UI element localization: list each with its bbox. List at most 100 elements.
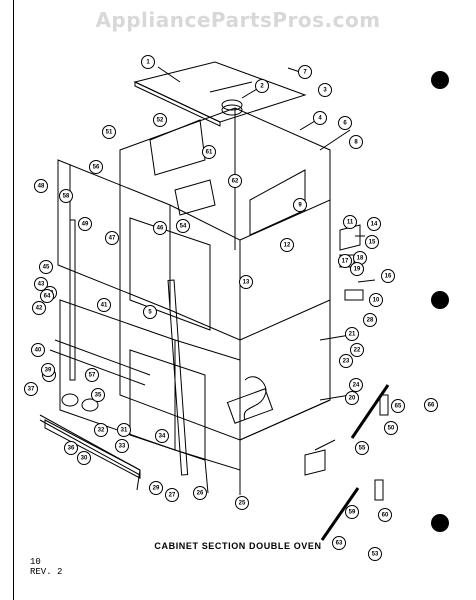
callout-label: 56 [93,165,100,171]
callout-label: 64 [44,294,51,300]
binder-hole-bottom [431,514,449,532]
callout-51: 51 [102,125,116,139]
callout-60: 60 [378,508,392,522]
callout-label: 33 [119,444,126,450]
callout-label: 63 [336,541,343,547]
callout-label: 50 [388,426,395,432]
callout-label: 57 [89,373,96,379]
callout-49: 49 [78,217,92,231]
callout-label: 61 [206,150,213,156]
callout-62: 62 [228,174,242,188]
callout-35: 35 [91,388,105,402]
callout-21: 21 [345,327,359,341]
callout-label: 9 [298,203,302,209]
callout-label: 3 [323,88,327,94]
callout-2: 2 [255,79,269,93]
callout-58: 58 [59,189,73,203]
callout-37: 37 [24,382,38,396]
callout-label: 35 [95,393,102,399]
callout-5: 5 [143,305,157,319]
binder-hole-top [431,71,449,89]
callout-label: 18 [357,256,364,262]
callout-label: 24 [353,383,360,389]
callout-label: 41 [101,303,108,309]
callout-54: 54 [176,219,190,233]
callout-label: 30 [81,456,88,462]
callout-label: 59 [349,510,356,516]
top-panel-edge [134,81,221,127]
callout-45: 45 [39,260,53,274]
callout-14: 14 [367,217,381,231]
callout-label: 36 [68,446,75,452]
callout-46: 46 [153,221,167,235]
callout-label: 17 [342,259,349,265]
lamp-lens [61,393,79,407]
watermark: AppliancePartsPros.com [95,8,381,32]
callout-label: 52 [157,118,164,124]
callout-label: 2 [260,84,264,90]
left-border-line [13,0,14,600]
front-post-right [167,279,189,476]
page-number: 10 [30,557,41,567]
callout-label: 47 [109,236,116,242]
kick-panel [44,419,141,479]
callout-label: 60 [382,513,389,519]
callout-label: 4 [318,116,322,122]
wiring-harness [243,376,267,421]
terminal-block [226,388,274,424]
callout-47: 47 [105,231,119,245]
callout-label: 23 [343,359,350,365]
callout-50: 50 [384,421,398,435]
baffle [249,169,306,236]
callout-label: 51 [106,130,113,136]
binder-hole-middle [431,291,449,309]
callout-22: 22 [350,343,364,357]
callout-label: 15 [369,240,376,246]
callout-label: 14 [371,222,378,228]
callout-52: 52 [153,113,167,127]
callout-label: 34 [159,434,166,440]
callout-label: 49 [82,222,89,228]
callout-label: 21 [349,332,356,338]
callout-label: 19 [354,267,361,273]
callout-10: 10 [369,293,383,307]
callout-16: 16 [381,269,395,283]
callout-9: 9 [293,198,307,212]
callout-48: 48 [34,179,48,193]
revision-label: REV. 2 [30,567,63,577]
callout-label: 5 [148,310,152,316]
callout-1: 1 [141,55,155,69]
front-post-left [69,219,76,381]
callout-label: 12 [284,243,291,249]
callout-7: 7 [298,65,312,79]
callout-19: 19 [350,262,364,276]
callout-label: 31 [121,428,128,434]
callout-65: 65 [391,399,405,413]
callout-label: 16 [385,274,392,280]
callout-43: 43 [34,277,48,291]
callout-label: 20 [349,396,356,402]
callout-label: 7 [303,70,307,76]
callout-23: 23 [339,354,353,368]
callout-label: 25 [239,501,246,507]
callout-64: 64 [40,289,54,303]
blower-box [174,179,216,216]
callout-34: 34 [155,429,169,443]
callout-4: 4 [313,111,327,125]
callout-label: 13 [243,280,250,286]
callout-39: 39 [41,363,55,377]
bracket-b [344,289,364,301]
callout-28: 28 [363,313,377,327]
diagram-caption: CABINET SECTION DOUBLE OVEN [154,541,322,551]
callout-label: 62 [232,179,239,185]
callout-61: 61 [202,145,216,159]
internal-duct [149,119,206,176]
switch-plate [304,449,326,476]
callout-label: 53 [372,552,379,558]
callout-label: 27 [169,493,176,499]
callout-label: 65 [395,404,402,410]
callout-label: 58 [63,194,70,200]
